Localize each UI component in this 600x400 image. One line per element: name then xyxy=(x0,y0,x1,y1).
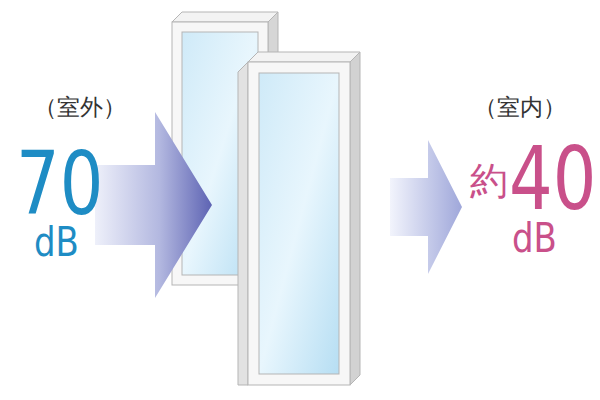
sound-arrow-in xyxy=(95,112,212,298)
indoor-label: （室内） xyxy=(474,96,566,119)
outdoor-label: （室外） xyxy=(34,96,126,119)
sound-arrow-out xyxy=(390,140,462,274)
unit-label: dB xyxy=(512,218,557,258)
indoor-level: 40 xyxy=(509,135,596,223)
outdoor-level: 70 xyxy=(16,140,103,228)
unit-label: dB xyxy=(34,222,79,262)
approx-label: 約 xyxy=(470,162,508,200)
front-sash xyxy=(238,52,360,385)
